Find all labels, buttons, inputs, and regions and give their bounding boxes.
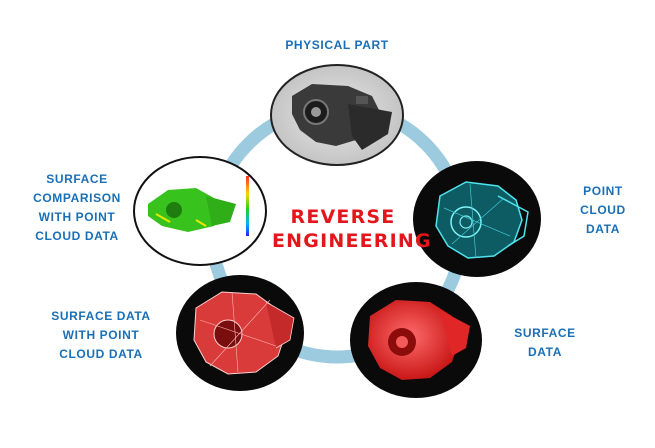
stage-label-physical-part: PHYSICAL PART: [285, 38, 389, 52]
center-title: REVERSE ENGINEERING: [272, 205, 432, 253]
stage-label-surface-data: SURFACE DATA: [514, 326, 576, 359]
stage-label-surface-with-point-cloud: SURFACE DATA WITH POINT CLOUD DATA: [51, 309, 151, 361]
point-cloud-image: [413, 161, 541, 277]
center-title-line2: ENGINEERING: [272, 230, 432, 252]
surface-with-point-cloud-image: [176, 275, 304, 391]
stage-label-surface-comparison: SURFACE COMPARISON WITH POINT CLOUD DATA: [33, 172, 121, 243]
surface-comparison-image: [133, 156, 267, 266]
center-title-line1: REVERSE: [290, 206, 396, 228]
physical-part-image: [270, 64, 404, 166]
surface-data-image: [350, 282, 482, 398]
stage-label-point-cloud-data: POINT CLOUD DATA: [580, 184, 626, 236]
